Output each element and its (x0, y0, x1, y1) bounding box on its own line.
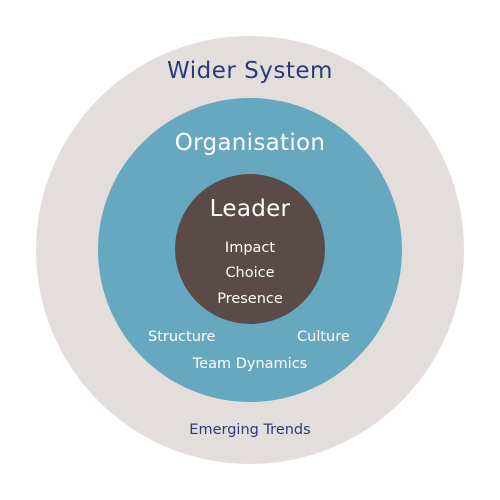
leader-item-presence: Presence (217, 291, 283, 307)
leader-item-impact: Impact (224, 240, 276, 256)
wider-system-item-emerging-trends: Emerging Trends (189, 422, 311, 438)
organisation-item-culture: Culture (297, 329, 350, 345)
leader-item-choice: Choice (225, 265, 275, 281)
organisation-item-team-dynamics: Team Dynamics (192, 356, 308, 372)
wider-system-title: Wider System (167, 58, 333, 84)
organisation-title: Organisation (174, 130, 326, 156)
organisation-item-structure: Structure (148, 329, 216, 345)
leader-title: Leader (209, 196, 291, 222)
leader-circle (175, 174, 325, 324)
